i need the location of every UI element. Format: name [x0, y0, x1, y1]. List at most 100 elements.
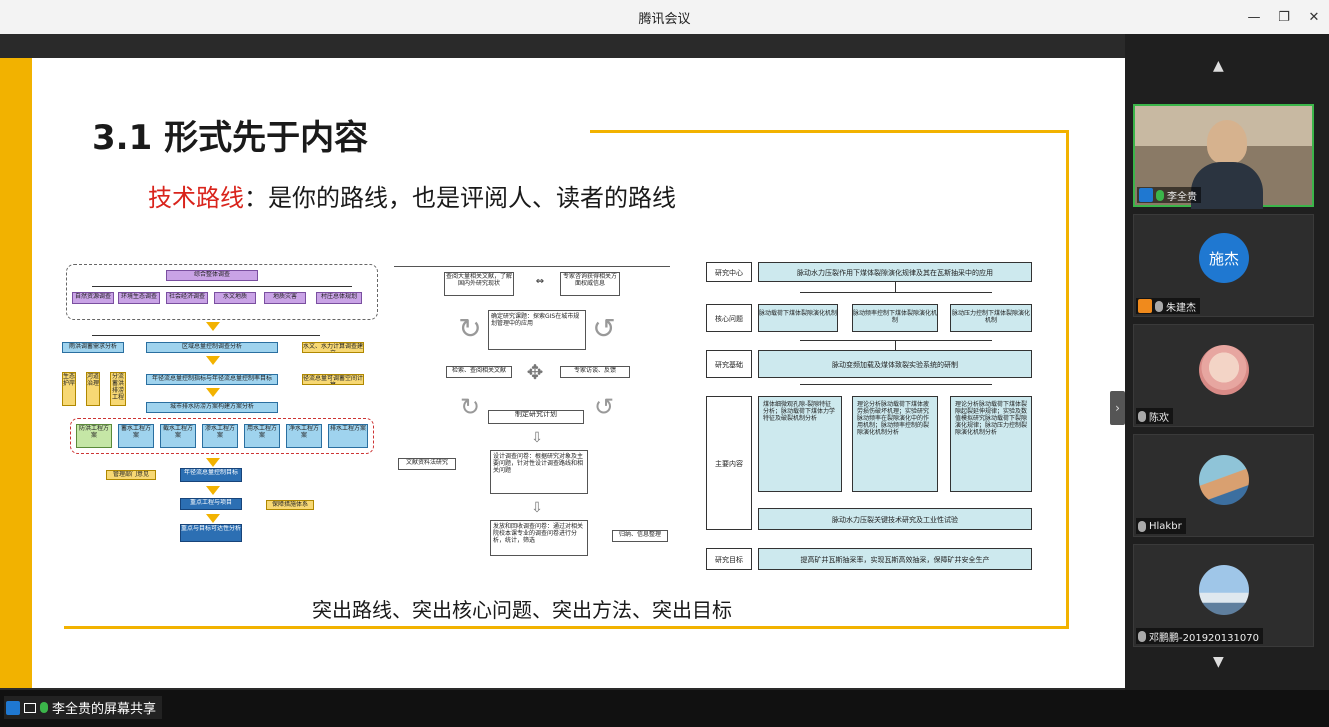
scroll-up-icon[interactable]: ▲ [1213, 58, 1224, 74]
participant-name: 陈欢 [1149, 412, 1169, 424]
participant-name-tag: 李全贵 [1137, 187, 1201, 203]
video-body [1191, 162, 1263, 209]
share-label-text: 李全贵的屏幕共享 [52, 702, 157, 717]
participants-panel: ▲ 李全贵 施杰 朱建杰 陈欢 [1125, 34, 1329, 690]
video-face [1207, 120, 1247, 164]
participant-tile[interactable]: 施杰 朱建杰 [1133, 214, 1314, 317]
diagram-node: 社会经济调查 [166, 292, 208, 304]
slide-subtitle: 技术路线：是你的路线，也是评阅人、读者的路线 [148, 178, 676, 213]
flow-arrow [206, 458, 220, 467]
participant-name-tag: 陈欢 [1136, 408, 1173, 424]
expand-sidebar-button[interactable]: › [1110, 391, 1125, 425]
close-icon[interactable]: ✕ [1308, 9, 1320, 25]
row-item: 脉动压力控制下煤体裂隙演化机制 [950, 304, 1032, 332]
participant-tile-video[interactable]: 李全贵 [1133, 104, 1314, 209]
row-label: 主要内容 [706, 396, 752, 530]
connector [92, 335, 320, 336]
participant-tile[interactable]: Hlakbr [1133, 434, 1314, 537]
diagram-node: 净水工程方案 [286, 424, 322, 448]
curved-arrow-icon: ↺ [592, 312, 616, 345]
mic-muted-icon [1138, 520, 1146, 532]
minimize-icon[interactable]: — [1247, 9, 1261, 25]
diagram-node: 雨洪调蓄需求分析 [62, 342, 124, 353]
user-icon [1138, 299, 1152, 313]
diagram-node: 城市排水防涝方案构建方案分析 [146, 402, 278, 413]
mic-muted-icon [1138, 410, 1146, 422]
mic-icon [1156, 189, 1164, 201]
diagram-node: 自然资源调查 [72, 292, 114, 304]
diagram-node: 区域总量控制调查分析 [146, 342, 278, 353]
participant-name-tag: 邓鹏鹏-201920131070 [1136, 628, 1263, 644]
row-label: 研究目标 [706, 548, 752, 570]
diagram-node: 文献资料法研究 [398, 458, 456, 470]
diagram-node: 用水工程方案 [244, 424, 280, 448]
participant-name: 李全贵 [1167, 191, 1197, 203]
connector [800, 340, 992, 341]
row-label: 核心问题 [706, 304, 752, 332]
frame-right [1066, 130, 1069, 628]
selection-line [394, 266, 670, 267]
cross-arrow-icon: ✥ [526, 360, 544, 384]
diagram-node: 保障措施体系 [266, 500, 314, 510]
avatar [1199, 345, 1249, 395]
restore-icon[interactable]: ❐ [1278, 9, 1290, 25]
avatar [1199, 455, 1249, 505]
slide-caption: 突出路线、突出核心问题、突出方法、突出目标 [312, 598, 732, 622]
diagram-node: 发放和回收调查问卷：通过对相关院校本课专业的调查问卷进行分析，统计，筛选 [490, 520, 588, 556]
screen-share-area: 3.1 形式先于内容 技术路线：是你的路线，也是评阅人、读者的路线 综合整体调查… [0, 34, 1125, 690]
presenter-icon [6, 700, 20, 715]
row-content: 脉动水力压裂作用下煤体裂隙演化规律及其在瓦斯抽采中的应用 [758, 262, 1032, 282]
diagram-node: 生态护岸 [62, 372, 76, 406]
curved-arrow-icon: ↻ [459, 393, 481, 421]
connector [92, 286, 352, 287]
frame-bottom [64, 626, 1069, 629]
diagram-node: 专家访谈、反馈 [560, 366, 630, 378]
diagram-node: 检索、查阅相关文献 [446, 366, 512, 378]
avatar [1199, 565, 1249, 615]
double-arrow-icon: ⇔ [535, 278, 545, 287]
diagram-node: 水文、水力计算调查建立 [302, 342, 364, 353]
title-bar: 腾讯会议 — ❐ ✕ [0, 0, 1329, 34]
participant-name: 邓鹏鹏-201920131070 [1149, 632, 1259, 644]
flow-arrow [206, 322, 220, 331]
bottom-bar: 李全贵的屏幕共享 [0, 690, 1125, 727]
participant-tile[interactable]: 陈欢 [1133, 324, 1314, 427]
host-icon [1139, 188, 1153, 202]
diagram-node: 截水工程方案 [160, 424, 196, 448]
row-label: 研究基础 [706, 350, 752, 378]
mic-muted-icon [1155, 300, 1163, 312]
slide-title: 3.1 形式先于内容 [92, 118, 369, 158]
diagram-node: 年径流总量控制指标与年径流总量控制率目标 [146, 374, 278, 385]
diagram-node: 水文地质 [214, 292, 256, 304]
window-controls: — ❐ ✕ [1239, 0, 1329, 34]
diagram-node: 分流蓄洪排涝工程 [110, 372, 126, 406]
diagram-node: 查阅大量相关文献，了解国内外研究现状 [444, 272, 514, 296]
connector [800, 292, 992, 293]
diagram-node: 年径流总量控制目标 [180, 468, 242, 482]
curved-arrow-icon: ↺ [593, 393, 615, 421]
diagram-node: 环境生态调查 [118, 292, 160, 304]
dashed-group-bottom [70, 418, 374, 454]
down-arrow-icon: ⇩ [531, 430, 543, 446]
diagram-node: 专家咨询获得相关方面权威信息 [560, 272, 620, 296]
diagram-node: 村庄总体规划 [316, 292, 362, 304]
mic-muted-icon [1138, 630, 1146, 642]
diagram-node: 设计调查问卷：根据研究对象及主要问题，针对性设计调查路线和相关问题 [490, 450, 588, 494]
connector [800, 384, 992, 385]
participant-tile[interactable]: 邓鹏鹏-201920131070 [1133, 544, 1314, 647]
scroll-down-icon[interactable]: ▼ [1213, 654, 1224, 670]
row-item: 理论分析脉动载荷下煤体裂隙起裂延伸规律；实验及数值模拟研究脉动载荷下裂隙演化规律… [950, 396, 1032, 492]
screen-share-label[interactable]: 李全贵的屏幕共享 [4, 696, 163, 719]
diagram-node: 管理部门意见 [106, 470, 156, 480]
down-arrow-icon: ⇩ [531, 500, 543, 516]
row-label: 研究中心 [706, 262, 752, 282]
initials-avatar: 施杰 [1199, 233, 1249, 283]
diagram-node: 综合整体调查 [166, 270, 258, 281]
diagram-node: 防洪工程方案 [76, 424, 112, 448]
connector [895, 340, 896, 350]
diagram-node: 排水工程方案 [328, 424, 368, 448]
flow-arrow [206, 388, 220, 397]
flow-arrow [206, 356, 220, 365]
subtitle-text: ：是你的路线，也是评阅人、读者的路线 [244, 184, 676, 212]
